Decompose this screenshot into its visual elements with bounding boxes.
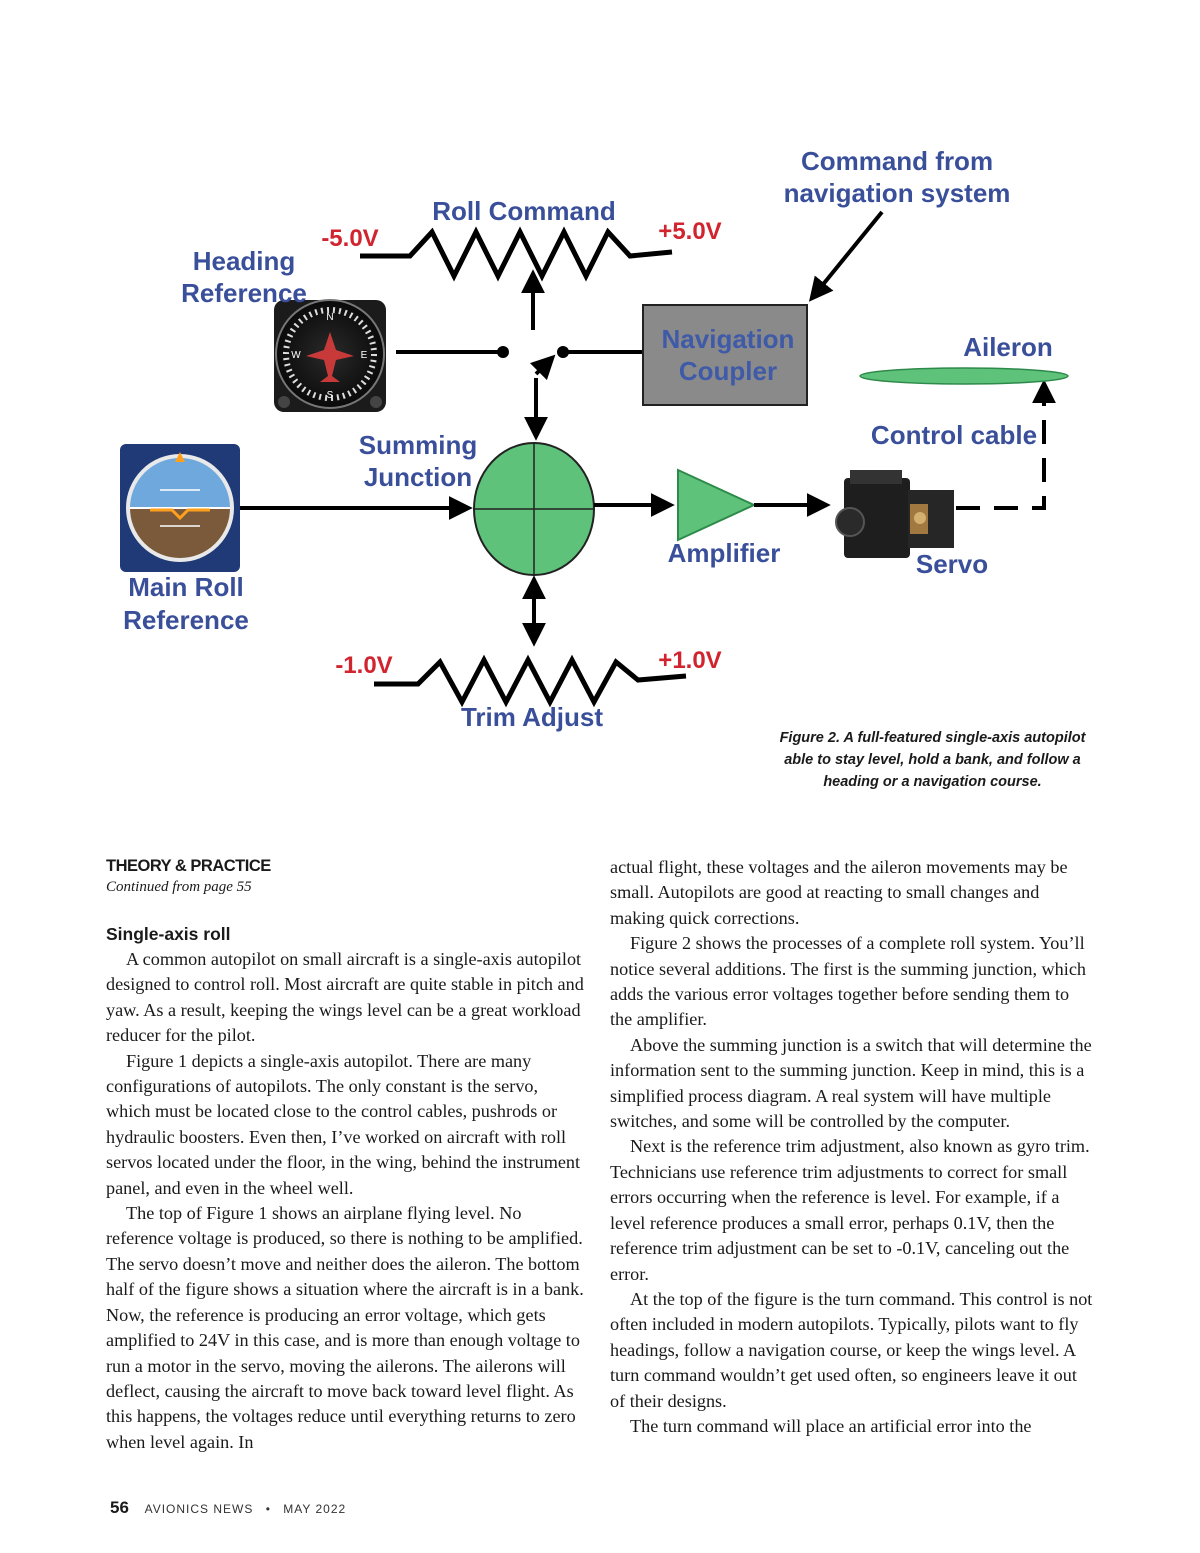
aileron-shape	[859, 367, 1069, 385]
summing-junction-label-line2: Junction	[364, 462, 472, 492]
nav-command-arrow	[808, 210, 884, 302]
roll-minus-voltage: -5.0V	[321, 225, 378, 252]
autopilot-diagram: N E S W	[120, 146, 1069, 732]
amplifier-triangle	[677, 468, 757, 542]
attitude-indicator-icon	[120, 444, 240, 572]
roll-command-resistor	[360, 226, 673, 282]
figure-caption: Figure 2. A full-featured single-axis au…	[779, 730, 1086, 790]
paragraph: Figure 2 shows the processes of a comple…	[610, 933, 1086, 1030]
trim-plus-voltage: +1.0V	[658, 647, 721, 674]
paragraph: Figure 1 depicts a single-axis autopilot…	[106, 1050, 581, 1198]
svg-text:E: E	[361, 350, 368, 361]
article-column-right: actual flight, these voltages and the ai…	[610, 855, 1094, 1439]
servo-motor-icon	[835, 470, 954, 558]
control-cable-dashed	[956, 379, 1056, 510]
paragraph-continuation: actual flight, these voltages and the ai…	[610, 857, 1068, 928]
trim-adjust-label: Trim Adjust	[461, 702, 603, 732]
page-footer: 56 AVIONICS NEWS • MAY 2022	[110, 1498, 346, 1518]
summing-junction-label-line1: Summing	[359, 430, 477, 460]
svg-text:N: N	[326, 312, 333, 323]
paragraph: At the top of the figure is the turn com…	[610, 1288, 1093, 1411]
continued-note: Continued from page 55	[106, 879, 252, 895]
navigation-coupler-label-line1: Navigation	[662, 324, 795, 354]
paragraph: The top of Figure 1 shows an airplane fl…	[106, 1203, 584, 1452]
switch-contact-nav	[557, 346, 569, 358]
control-cable-label: Control cable	[871, 420, 1037, 450]
heading-reference-label-line2: Reference	[181, 278, 307, 308]
paragraph: Next is the reference trim adjustment, a…	[610, 1136, 1090, 1284]
paragraph: Above the summing junction is a switch t…	[610, 1034, 1092, 1132]
aileron-label: Aileron	[963, 332, 1053, 362]
servo-label: Servo	[916, 549, 988, 579]
svg-text:S: S	[327, 390, 334, 401]
amplifier-label: Amplifier	[668, 538, 781, 568]
main-roll-reference-label-line1: Main Roll	[128, 572, 244, 602]
main-roll-reference-label-line2: Reference	[123, 605, 249, 635]
heading-reference-label-line1: Heading	[193, 246, 296, 276]
trim-adjust-resistor	[374, 654, 687, 708]
nav-command-label-line1: Command from	[801, 146, 993, 176]
navigation-coupler-label-line2: Coupler	[679, 356, 777, 386]
issue-date: MAY 2022	[283, 1502, 347, 1516]
roll-command-label: Roll Command	[432, 196, 615, 226]
roll-plus-voltage: +5.0V	[658, 218, 721, 245]
svg-text:W: W	[291, 350, 301, 361]
paragraph: The turn command will place an artificia…	[630, 1415, 1032, 1436]
footer-separator: •	[265, 1502, 271, 1516]
publication-name: AVIONICS NEWS	[144, 1502, 254, 1516]
subhead: Single-axis roll	[106, 924, 231, 944]
paragraph: A common autopilot on small aircraft is …	[106, 949, 584, 1046]
nav-command-label-line2: navigation system	[784, 178, 1011, 208]
switch-blade	[529, 354, 556, 381]
trim-minus-voltage: -1.0V	[335, 652, 392, 679]
page-number: 56	[110, 1498, 129, 1517]
heading-indicator-icon: N E S W	[274, 299, 386, 412]
switch-contact-heading	[497, 346, 509, 358]
section-label: THEORY & PRACTICE	[106, 857, 271, 875]
navigation-coupler-box	[642, 304, 808, 406]
article-column-left: THEORY & PRACTICE Continued from page 55…	[106, 855, 586, 1455]
